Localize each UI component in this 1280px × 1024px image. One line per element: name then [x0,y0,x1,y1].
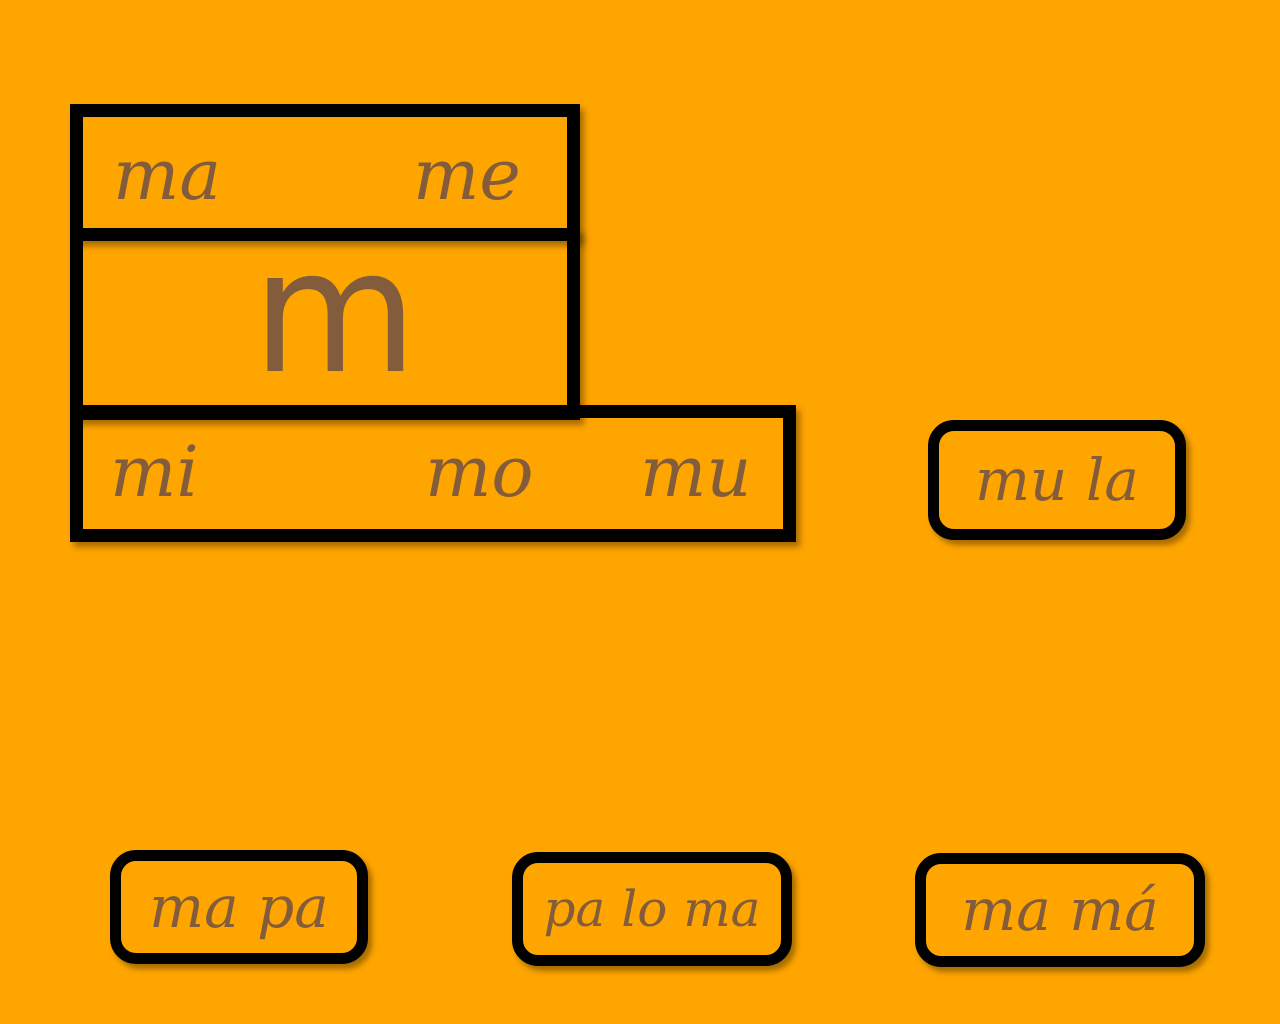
word-card-mama-label: ma má [961,876,1159,944]
word-card-mama[interactable]: ma má [915,853,1205,967]
syllable-mo: mo [425,431,534,513]
word-card-mula[interactable]: mu la [928,420,1186,540]
word-card-paloma-label: pa lo ma [543,880,761,938]
syllable-mi: mi [110,431,199,513]
board-bottom-cell [70,405,796,542]
word-card-mula-label: mu la [975,446,1139,514]
word-card-mapa-label: ma pa [149,873,329,941]
syllable-me: me [413,134,521,216]
center-letter: m [252,214,418,412]
syllable-mu: mu [640,431,752,513]
syllable-ma: ma [113,134,222,216]
word-card-mapa[interactable]: ma pa [110,850,368,964]
word-card-paloma[interactable]: pa lo ma [512,852,792,966]
